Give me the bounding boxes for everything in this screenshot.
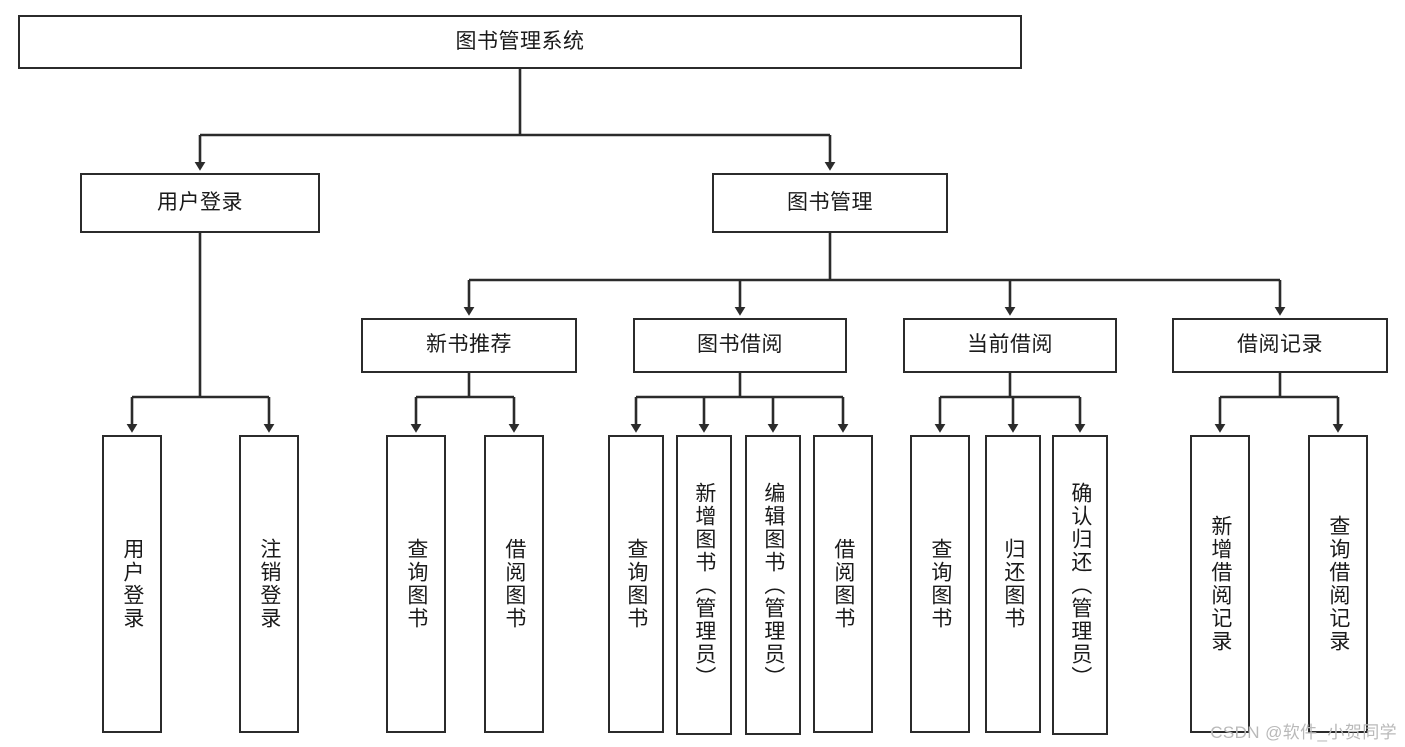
node-leaf-confirm-return[interactable]: 确认归还（管理员） [1052,435,1108,735]
node-book-borrow[interactable]: 图书借阅 [633,318,847,373]
node-label: 归还图书 [1001,538,1025,630]
node-label: 图书管理系统 [455,29,585,53]
node-label: 注销登录 [257,538,281,630]
node-label: 当前借阅 [967,333,1053,357]
node-label: 图书借阅 [697,333,783,357]
node-label: 编辑图书（管理员） [761,481,785,689]
node-root[interactable]: 图书管理系统 [18,15,1022,69]
node-label: 查询借阅记录 [1326,515,1350,653]
node-leaf-user-login[interactable]: 用户登录 [102,435,162,733]
node-label: 新增借阅记录 [1208,515,1232,653]
node-leaf-add-book[interactable]: 新增图书（管理员） [676,435,732,735]
node-leaf-edit-book[interactable]: 编辑图书（管理员） [745,435,801,735]
node-borrow-record[interactable]: 借阅记录 [1172,318,1388,373]
csdn-watermark: CSDN @软件_小贺同学 [1210,723,1397,742]
node-label: 用户登录 [157,190,243,214]
node-label: 用户登录 [120,538,144,630]
node-label: 借阅图书 [831,538,855,630]
node-label: 新增图书（管理员） [692,481,716,689]
node-label: 查询图书 [404,538,428,630]
node-leaf-query-book-2[interactable]: 查询图书 [608,435,664,733]
node-leaf-borrow-book-1[interactable]: 借阅图书 [484,435,544,733]
node-label: 借阅图书 [502,538,526,630]
node-leaf-add-record[interactable]: 新增借阅记录 [1190,435,1250,733]
node-label: 新书推荐 [426,333,512,357]
node-book-manage[interactable]: 图书管理 [712,173,948,233]
node-label: 图书管理 [787,190,873,214]
node-user-login[interactable]: 用户登录 [80,173,320,233]
node-label: 借阅记录 [1237,333,1323,357]
node-current-borrow[interactable]: 当前借阅 [903,318,1117,373]
node-leaf-query-book-3[interactable]: 查询图书 [910,435,970,733]
node-leaf-user-logout[interactable]: 注销登录 [239,435,299,733]
node-new-book-rec[interactable]: 新书推荐 [361,318,577,373]
node-label: 查询图书 [928,538,952,630]
node-leaf-query-record[interactable]: 查询借阅记录 [1308,435,1368,733]
node-leaf-return-book[interactable]: 归还图书 [985,435,1041,733]
node-label: 确认归还（管理员） [1068,481,1092,689]
node-label: 查询图书 [624,538,648,630]
node-leaf-query-book-1[interactable]: 查询图书 [386,435,446,733]
node-leaf-borrow-book-2[interactable]: 借阅图书 [813,435,873,733]
